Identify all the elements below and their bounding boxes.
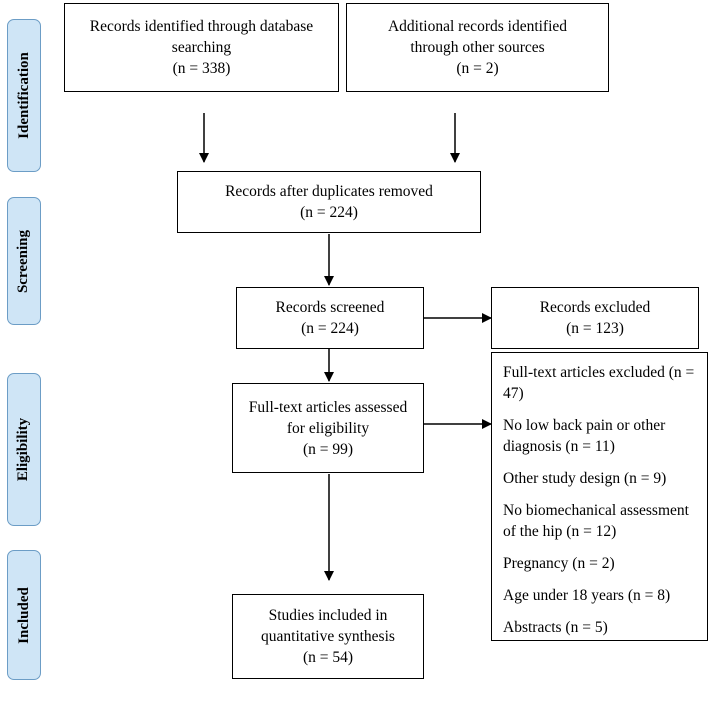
box-studies-included-count: (n = 54) — [302, 649, 354, 666]
phase-identification: Identification — [7, 19, 41, 172]
box-other-sources-count: (n = 2) — [456, 60, 499, 77]
phase-screening: Screening — [7, 197, 41, 325]
box-other-sources: Additional records identified through ot… — [346, 3, 609, 92]
box-duplicates-removed-line1: Records after duplicates removed — [225, 183, 433, 200]
exclusion-reason: Age under 18 years (n = 8) — [503, 587, 671, 604]
box-database-search-line1: Records identified through database — [89, 18, 314, 35]
box-duplicates-removed: Records after duplicates removed (n = 22… — [177, 171, 481, 233]
box-records-excluded-line1: Records excluded — [539, 299, 651, 316]
phase-eligibility: Eligibility — [7, 373, 41, 526]
exclusion-reason: Other study design (n = 9) — [503, 470, 667, 487]
box-full-text-assessed: Full-text articles assessed for eligibil… — [232, 383, 424, 473]
exclusion-reason: Abstracts (n = 5) — [503, 619, 608, 636]
box-full-text-assessed-line2: for eligibility — [286, 419, 370, 437]
box-database-search: Records identified through database sear… — [64, 3, 339, 92]
box-full-text-assessed-count: (n = 99) — [302, 440, 354, 458]
box-full-text-excluded: Full-text articles excluded (n = 47) No … — [491, 352, 708, 641]
box-duplicates-removed-count: (n = 224) — [300, 204, 358, 221]
box-other-sources-line1: Additional records identified — [387, 18, 568, 35]
box-other-sources-line2: through other sources — [410, 39, 545, 56]
box-records-excluded-count: (n = 123) — [566, 320, 624, 337]
box-database-search-line2: searching — [171, 39, 232, 56]
box-full-text-assessed-line1: Full-text articles assessed — [248, 398, 408, 416]
box-records-screened-line1: Records screened — [275, 299, 385, 316]
box-records-screened-count: (n = 224) — [301, 320, 359, 337]
phase-included: Included — [7, 550, 41, 680]
box-studies-included-line2: quantitative synthesis — [261, 628, 395, 645]
box-studies-included-line1: Studies included in — [268, 607, 388, 624]
box-database-search-count: (n = 338) — [172, 60, 231, 77]
box-records-screened: Records screened (n = 224) — [236, 287, 424, 349]
box-records-excluded: Records excluded (n = 123) — [491, 287, 699, 349]
exclusion-reason: Pregnancy (n = 2) — [503, 555, 615, 572]
exclusion-reason: No low back pain or other diagnosis (n =… — [503, 417, 666, 455]
exclusion-reason: No biomechanical assessment of the hip (… — [503, 502, 689, 540]
box-studies-included: Studies included in quantitative synthes… — [232, 594, 424, 679]
exclusion-title: Full-text articles excluded (n = 47) — [503, 364, 695, 402]
